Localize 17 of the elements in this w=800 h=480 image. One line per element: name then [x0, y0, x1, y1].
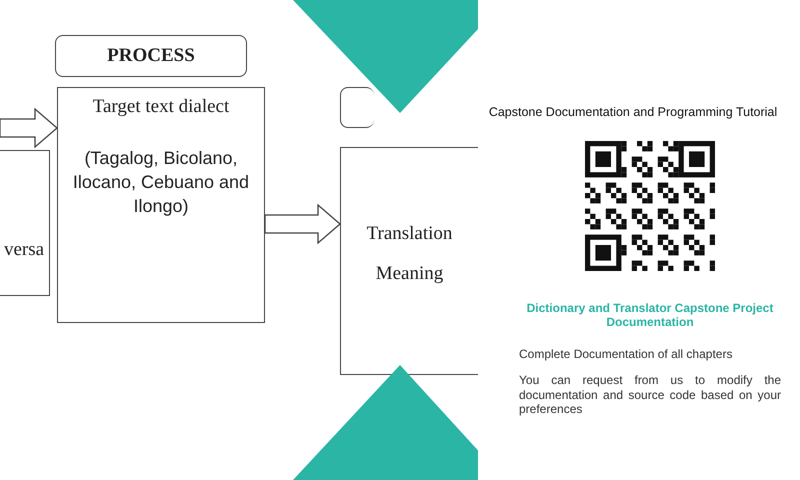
header-box [55, 35, 247, 77]
tagline: Capstone Documentation and Programming Tutorial [488, 105, 778, 119]
node-text: Meaning [376, 262, 444, 286]
node-text: versa [4, 238, 44, 262]
node-text: (Tagalog, Bicolano, Ilocano, Cebuano and Ilongo) [72, 146, 250, 218]
header-box [340, 87, 374, 128]
block-arrow [0, 108, 58, 148]
heading: Dictionary and Translator Capstone Project Documentation [526, 301, 774, 329]
process-box [0, 150, 50, 296]
process-box [57, 87, 265, 323]
node-text: Translation [366, 222, 452, 246]
section-title: PROCESS [107, 44, 195, 68]
block-arrow [264, 204, 341, 244]
paragraph: You can request from us to modify the documentation and source code based on your preferences [519, 373, 781, 417]
paragraph: Complete Documentation of all chapters [519, 347, 734, 362]
process-box [340, 147, 478, 375]
node-text: Target text dialect [92, 95, 230, 119]
